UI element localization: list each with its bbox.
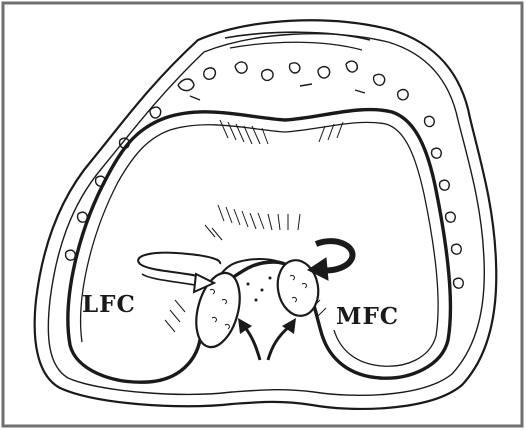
label-mfc: MFC [336,303,399,330]
label-lfc: LFC [82,291,136,318]
